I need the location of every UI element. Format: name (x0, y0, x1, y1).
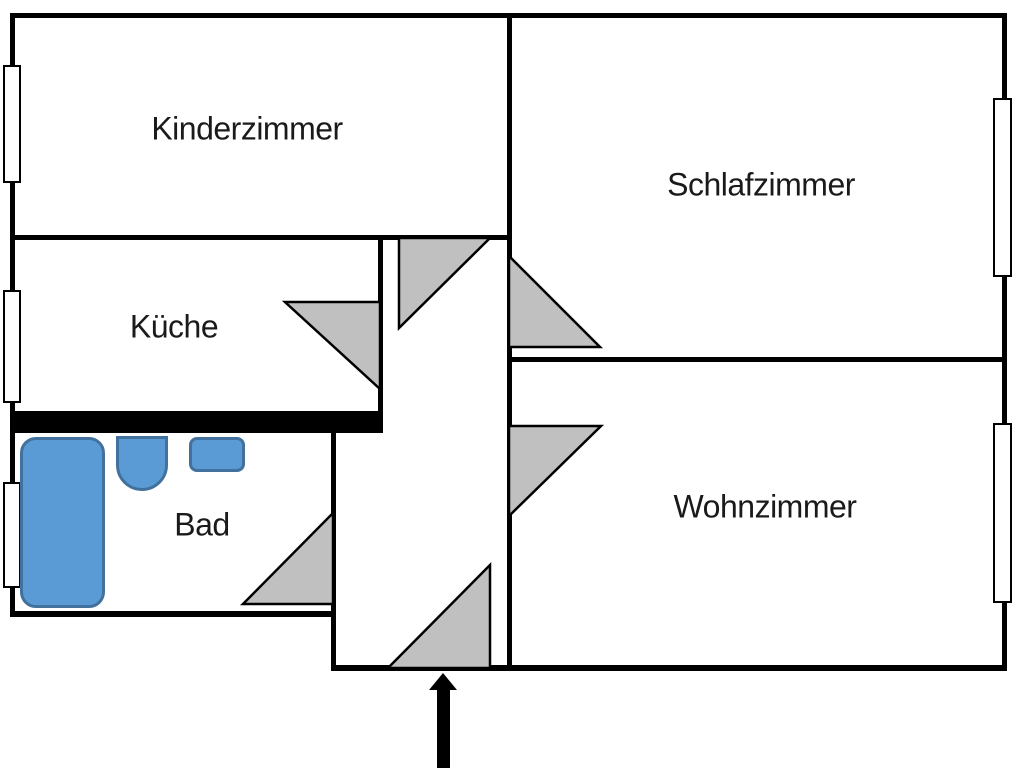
entrance-arrow-shaft (437, 688, 450, 768)
wall-kinderzimmer-bottom (10, 235, 512, 240)
wall-kueche-bad-thick (10, 411, 383, 433)
room-label-bad: Bad (174, 506, 230, 543)
room-label-schlafzimmer: Schlafzimmer (667, 166, 855, 203)
window-kueche (3, 290, 21, 403)
wall-outer-bottom-main (331, 665, 1007, 671)
door-swing-kueche (281, 300, 382, 392)
room-label-wohnzimmer: Wohnzimmer (673, 488, 857, 525)
toilet-icon (116, 436, 168, 491)
door-swing-wohnzimmer (507, 424, 605, 519)
sink-icon (189, 437, 245, 472)
door-swing-kinderzimmer (397, 236, 494, 331)
room-label-kinderzimmer: Kinderzimmer (151, 110, 343, 147)
entrance-arrow-icon (429, 673, 457, 768)
room-label-kueche: Küche (129, 308, 219, 345)
door-swing-schlafzimmer (507, 252, 604, 349)
door-swing-entrance (385, 561, 492, 670)
wall-schlaf-wohn-divider (507, 357, 1007, 362)
window-schlafzimmer (993, 98, 1012, 277)
entrance-arrow-head (429, 673, 457, 690)
wall-outer-bottom-bad (10, 611, 336, 617)
bathtub-icon (20, 437, 105, 608)
wall-outer-right (1002, 13, 1007, 671)
window-wohnzimmer (993, 423, 1012, 603)
door-swing-bad (240, 509, 335, 606)
window-kinderzimmer (3, 65, 21, 183)
